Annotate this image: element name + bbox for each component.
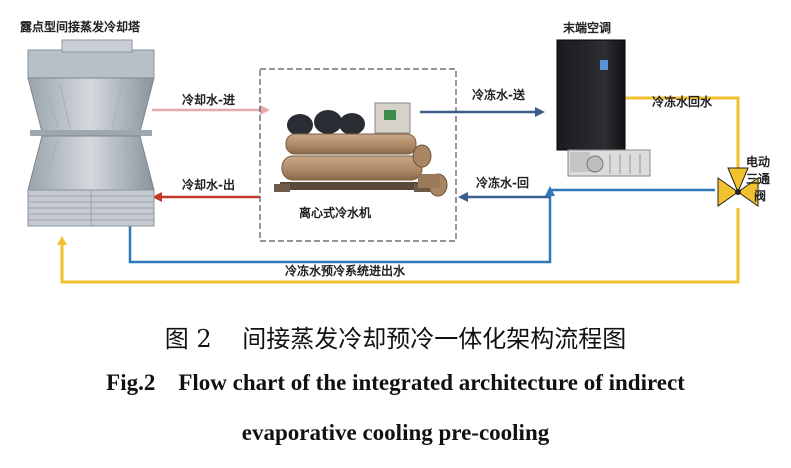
caption-cn: 图 2 间接蒸发冷却预冷一体化架构流程图 [0, 319, 791, 354]
cooling-water-out-label: 冷却水-出 [182, 178, 235, 192]
precooling-loop-gold [60, 96, 740, 284]
three-way-valve-icon [717, 167, 759, 207]
chilled-water-return-label: 冷冻水-回 [476, 176, 529, 190]
cooling-tower [27, 39, 155, 227]
chiller-label: 离心式冷水机 [299, 206, 372, 220]
caption-cn-title: 间接蒸发冷却预冷一体化架构流程图 [242, 325, 627, 353]
gold-arrowhead-up [57, 236, 67, 245]
centrifugal-chiller [274, 102, 448, 197]
caption-en-title: Flow chart of the integrated architectur… [178, 370, 685, 395]
chilled-water-supply-label: 冷冻水-送 [472, 88, 525, 102]
chiller-boundary [259, 68, 457, 242]
blue-arrowhead-up [545, 186, 555, 196]
caption-en-line2: evaporative cooling pre-cooling [241, 420, 550, 445]
cooling-water-out-arrow [152, 192, 260, 202]
caption-cn-label: 图 2 [164, 325, 212, 353]
valve-label-1: 电动 [746, 155, 771, 169]
chilled-water-supply-arrow [420, 107, 545, 117]
precooling-label: 冷冻水预冷系统进出水 [285, 264, 406, 278]
valve-label-2: 三通 [746, 172, 771, 186]
chilled-water-back-label: 冷冻水回水 [652, 95, 713, 109]
chilled-water-return-arrow [458, 192, 550, 202]
terminal-ac-label: 末端空调 [563, 21, 612, 35]
terminal-ac [556, 39, 651, 177]
caption-en-line1: Fig.2 Flow chart of the integrated archi… [0, 370, 791, 396]
valve-label-3: 阀 [754, 189, 767, 203]
caption-en-label: Fig.2 [106, 370, 156, 395]
cooling-water-in-arrow [152, 105, 270, 115]
flow-diagram [27, 39, 759, 284]
precooling-loop-blue [128, 188, 715, 264]
cooling-water-in-label: 冷却水-进 [182, 93, 235, 107]
cooling-tower-label: 露点型间接蒸发冷却塔 [20, 20, 141, 34]
